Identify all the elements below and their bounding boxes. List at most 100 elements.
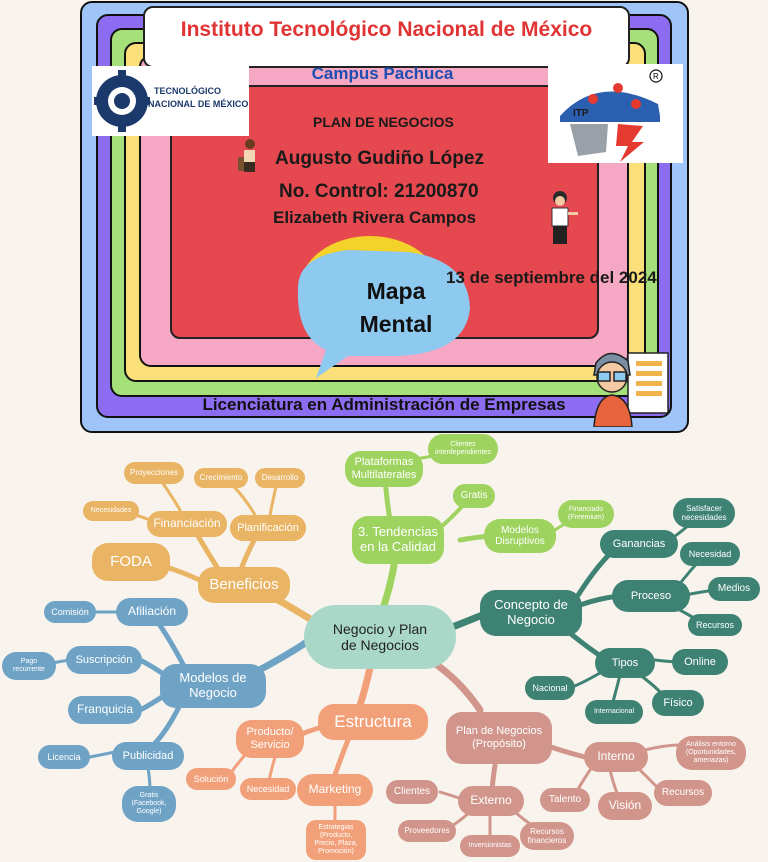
plan-label: PLAN DE NEGOCIOS bbox=[313, 114, 454, 130]
node-clientes[interactable]: Clientes bbox=[386, 780, 438, 804]
tendencias-line-2: en la Calidad bbox=[360, 539, 436, 554]
node-medios[interactable]: Medios bbox=[708, 577, 760, 601]
node-crecimiento[interactable]: Crecimiento bbox=[194, 468, 248, 488]
node-concepto[interactable]: Concepto de Negocio bbox=[480, 590, 582, 636]
node-gratis-pub[interactable]: Gratis (Facebook, Google) bbox=[122, 786, 176, 822]
node-recursos-p[interactable]: Recursos bbox=[654, 780, 712, 806]
bubble-text-2: Mental bbox=[359, 311, 433, 337]
node-suscripcion[interactable]: Suscripción bbox=[66, 646, 142, 674]
node-publicidad[interactable]: Publicidad bbox=[112, 742, 184, 770]
node-modelos-negocio[interactable]: Modelos de Negocio bbox=[160, 664, 266, 708]
modelos-negocio-line-1: Modelos de bbox=[179, 670, 247, 686]
modelos-negocio-line-2: Negocio bbox=[189, 685, 237, 700]
node-foda[interactable]: FODA bbox=[92, 543, 170, 581]
career-label: Licenciatura en Administración de Empres… bbox=[202, 395, 566, 414]
node-vision[interactable]: Visión bbox=[598, 792, 652, 820]
node-marketing[interactable]: Marketing bbox=[297, 774, 373, 806]
node-financiado[interactable]: Financiado (Freemium) bbox=[558, 500, 614, 528]
node-beneficios[interactable]: Beneficios bbox=[198, 567, 290, 603]
node-gratis[interactable]: Gratis bbox=[453, 484, 495, 508]
node-talento[interactable]: Talento bbox=[540, 788, 590, 812]
pago-line-2: recurrente bbox=[13, 666, 45, 673]
node-analisis[interactable]: Análisis entorno (Oportunidades, amenaza… bbox=[676, 736, 746, 770]
node-fisico[interactable]: Físico bbox=[652, 690, 704, 716]
satisfacer-line-1: Satisfacer bbox=[686, 503, 722, 513]
node-pago-recurrente[interactable]: Pago recurrente bbox=[2, 652, 56, 680]
node-plan-negocios[interactable]: Plan de Negocios (Propósito) bbox=[446, 712, 552, 764]
node-desarrollo[interactable]: Desarrollo bbox=[255, 468, 305, 488]
node-inversionistas[interactable]: Inversionistas bbox=[460, 835, 520, 857]
gear-icon bbox=[94, 70, 150, 132]
title-box bbox=[143, 6, 630, 68]
node-nacional[interactable]: Nacional bbox=[525, 676, 575, 700]
node-estrategias[interactable]: Estrategias (Producto, Precio, Plaza, Pr… bbox=[306, 820, 366, 860]
node-licencia[interactable]: Licencia bbox=[38, 745, 90, 769]
producto-line-2: Servicio bbox=[250, 739, 290, 751]
concepto-line-1: Concepto de bbox=[494, 597, 568, 613]
node-clientes-inter[interactable]: Clientes interdependientes bbox=[428, 434, 498, 464]
satisfacer-line-2: necesidades bbox=[681, 513, 727, 522]
node-financiacion[interactable]: Financiación bbox=[147, 511, 227, 537]
date-label: 13 de septiembre del 2024 bbox=[446, 268, 657, 287]
plan-negocios-line-2: (Propósito) bbox=[472, 738, 526, 750]
disruptivos-line-2: Disruptivos bbox=[495, 536, 545, 547]
author-name: Augusto Gudiño López bbox=[275, 148, 484, 169]
node-tendencias[interactable]: 3. Tendencias en la Calidad bbox=[352, 516, 444, 564]
recursos-fin-line-1: Recursos bbox=[530, 826, 564, 836]
node-necesidades[interactable]: Necesidades bbox=[83, 501, 139, 521]
center-line-2: de Negocios bbox=[341, 637, 419, 653]
node-proyecciones[interactable]: Proyecciones bbox=[124, 462, 184, 484]
node-franquicia[interactable]: Franquicia bbox=[68, 696, 142, 724]
node-necesidad-t[interactable]: Necesidad bbox=[680, 542, 740, 566]
bubble-text-1: Mapa bbox=[366, 278, 426, 304]
node-plataformas[interactable]: Plataformas Multilaterales bbox=[345, 451, 423, 487]
node-proceso[interactable]: Proceso bbox=[612, 580, 690, 612]
node-online[interactable]: Online bbox=[672, 649, 728, 675]
campus-label: Campus Pachuca bbox=[311, 64, 454, 83]
node-planificacion[interactable]: Planificación bbox=[230, 515, 306, 541]
teacher-figure-icon bbox=[551, 191, 578, 244]
node-solucion[interactable]: Solución bbox=[186, 768, 236, 790]
clientes-inter-line-2: interdependientes bbox=[435, 449, 491, 456]
node-modelos-disruptivos[interactable]: Modelos Disruptivos bbox=[484, 519, 556, 553]
gratis-pub-line-1: Gratis bbox=[139, 791, 159, 799]
analisis-line-2: (Oportunidades, bbox=[685, 748, 737, 756]
node-proveedores[interactable]: Proveedores bbox=[398, 820, 456, 842]
plataformas-line-2: Multilaterales bbox=[351, 469, 417, 481]
node-necesidad-s[interactable]: Necesidad bbox=[240, 778, 296, 800]
clientes-inter-line-1: Clientes bbox=[450, 440, 476, 448]
node-recursos-fin[interactable]: Recursos financieros bbox=[520, 822, 574, 850]
producto-line-1: Producto/ bbox=[246, 726, 294, 739]
speech-bubble-icon bbox=[297, 236, 470, 378]
estrategias-line-3: Precio, Plaza, bbox=[314, 840, 358, 847]
node-afiliacion[interactable]: Afiliación bbox=[116, 598, 188, 626]
itp-text: ITP bbox=[573, 108, 589, 119]
node-tipos[interactable]: Tipos bbox=[595, 648, 655, 678]
gratis-pub-line-3: Google) bbox=[136, 808, 162, 816]
node-ganancias[interactable]: Ganancias bbox=[600, 530, 678, 558]
node-internacional[interactable]: Internacional bbox=[585, 700, 643, 724]
institute-title: Instituto Tecnológico Nacional de México bbox=[180, 18, 593, 41]
node-producto[interactable]: Producto/ Servicio bbox=[236, 720, 304, 758]
center-node[interactable]: Negocio y Plan de Negocios bbox=[304, 605, 456, 669]
financiado-line-1: Financiado bbox=[568, 505, 604, 513]
node-recursos-t[interactable]: Recursos bbox=[688, 614, 742, 636]
tendencias-line-1: 3. Tendencias bbox=[358, 524, 438, 540]
logo-text-2: NACIONAL DE MÉXICO bbox=[148, 99, 249, 109]
svg-text:R: R bbox=[653, 72, 659, 81]
estrategias-line-1: Estrategias bbox=[318, 823, 354, 831]
control-number: No. Control: 21200870 bbox=[279, 181, 479, 202]
recursos-fin-line-2: financieros bbox=[527, 836, 567, 845]
disruptivos-line-1: Modelos bbox=[501, 524, 539, 536]
node-satisfacer[interactable]: Satisfacer necesidades bbox=[673, 498, 735, 528]
concepto-line-2: Negocio bbox=[507, 612, 555, 627]
itp-emblem-icon: R bbox=[560, 69, 663, 162]
estrategias-line-2: (Producto, bbox=[319, 831, 353, 839]
estrategias-line-4: Promoción) bbox=[318, 848, 354, 856]
node-comision[interactable]: Comisión bbox=[44, 601, 96, 623]
node-interno[interactable]: Interno bbox=[584, 742, 648, 772]
node-estructura[interactable]: Estructura bbox=[318, 704, 428, 740]
node-externo[interactable]: Externo bbox=[458, 786, 524, 816]
center-line-1: Negocio y Plan bbox=[332, 620, 428, 637]
teacher-name: Elizabeth Rivera Campos bbox=[273, 208, 477, 227]
